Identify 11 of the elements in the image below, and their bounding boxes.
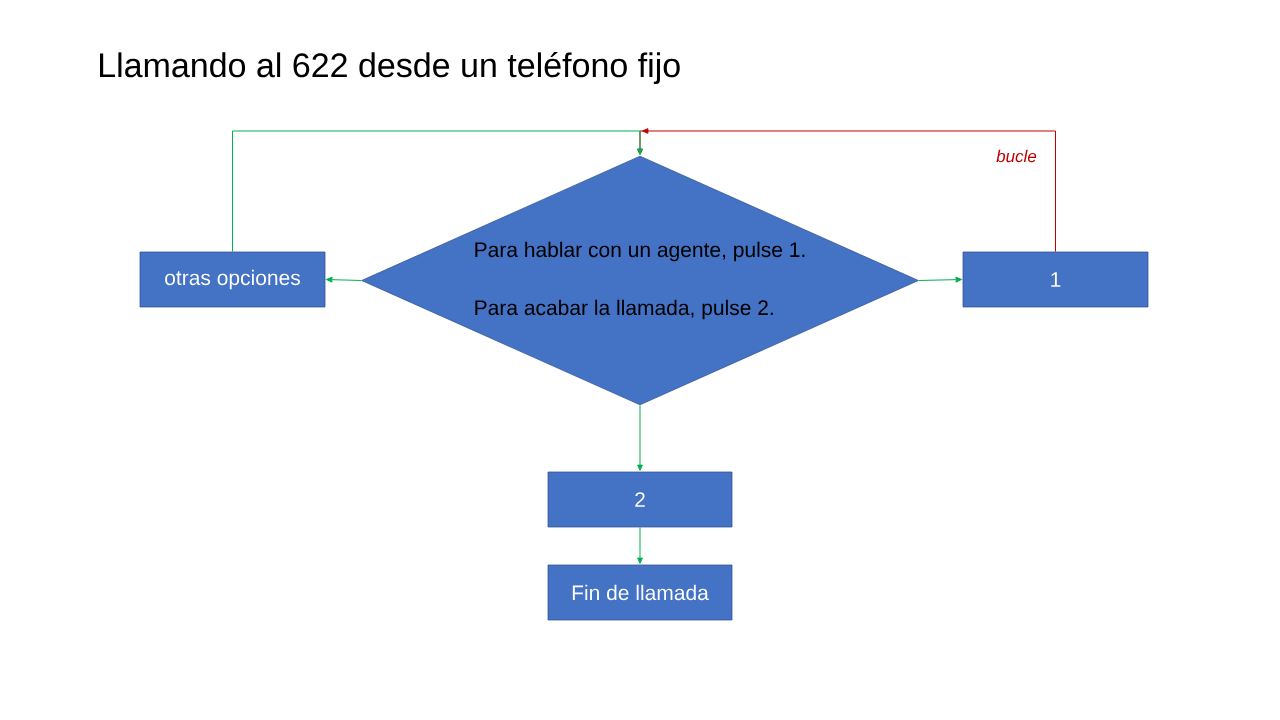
arrow (326, 276, 362, 283)
title: Llamando al 622 desde un teléfono fijo (100, 51, 680, 85)
arrow (232, 130, 643, 253)
arrow (918, 276, 962, 283)
process-box: 1 (962, 251, 1149, 308)
process-box: otras opciones (139, 251, 326, 308)
arrow (637, 526, 643, 564)
arrow (637, 404, 643, 471)
edge-label: bucle (995, 148, 1038, 164)
process-box: Fin de llamada (547, 564, 733, 621)
process-box: 2 (547, 471, 733, 528)
